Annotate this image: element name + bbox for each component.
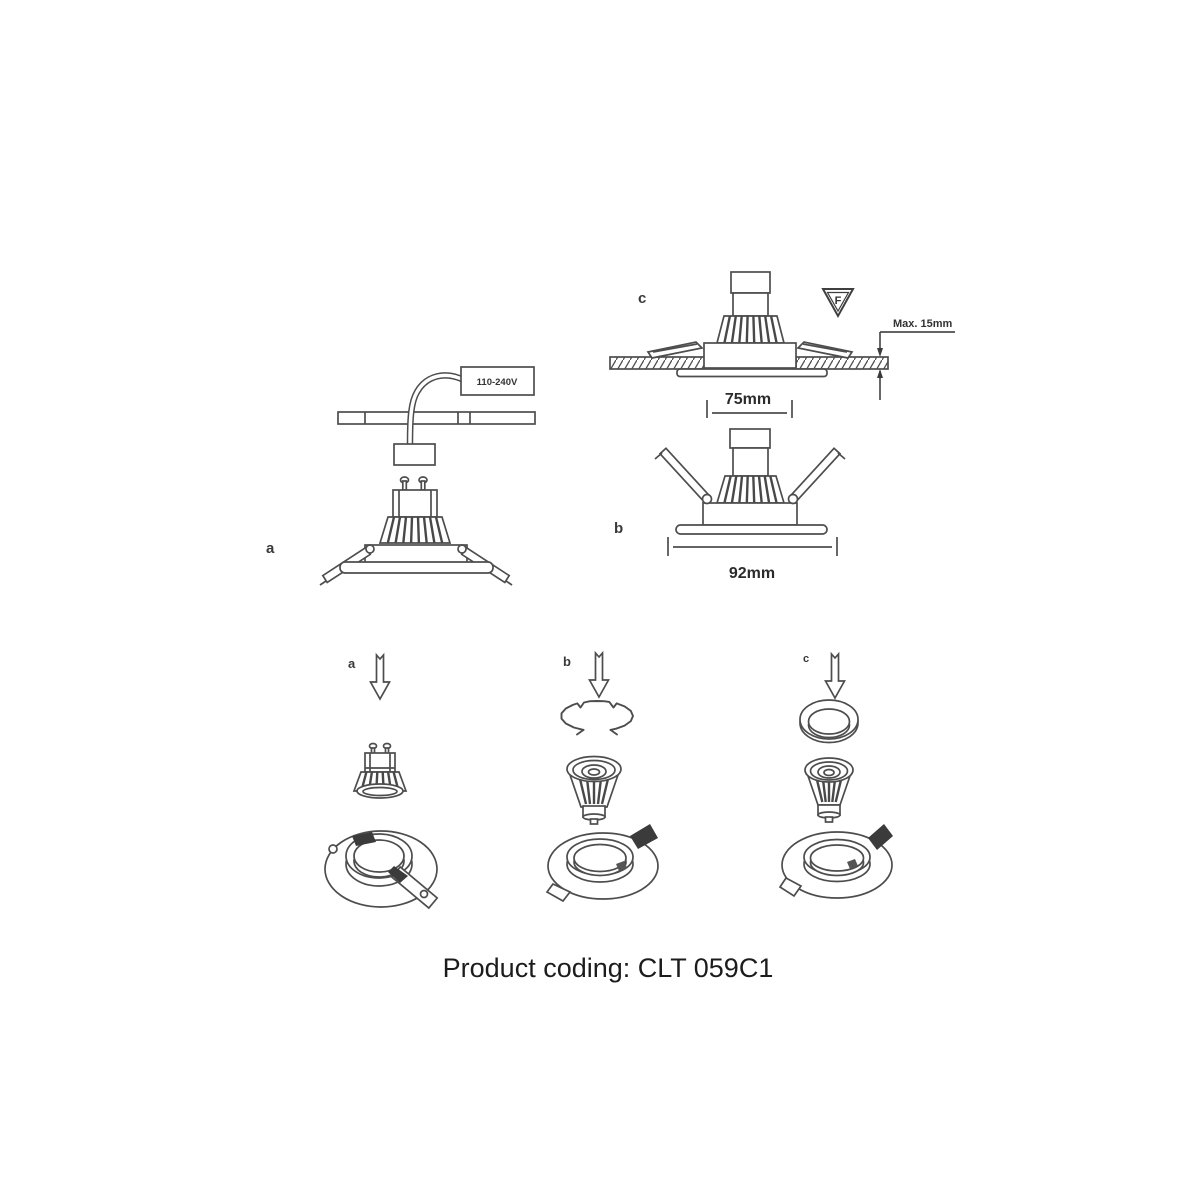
assembly-c-trim-ring [799, 699, 859, 744]
diagram-b-springs: b 92mm [614, 428, 846, 582]
assembly-c-label: c [803, 653, 809, 665]
max-depth-text: Max. 15mm [893, 318, 953, 330]
down-arrow-icon [588, 650, 610, 699]
diagram-a-fixture [319, 544, 513, 586]
assembly-b-label: b [563, 654, 571, 669]
diagram-a-label: a [266, 540, 275, 557]
driver-voltage-text: 110-240V [477, 377, 518, 388]
driver-box: 110-240V [460, 366, 535, 396]
assembly-b-mounting-ring [545, 824, 659, 903]
cutout-75-text: 75mm [725, 391, 771, 408]
assembly-c-lamp [804, 757, 854, 823]
f-mark-letter: F [835, 295, 842, 307]
diameter-92-text: 92mm [729, 565, 775, 582]
diagram-b-spring-arms [654, 447, 846, 505]
diagram-b-lamp [702, 428, 798, 526]
power-cable [406, 372, 468, 445]
max-depth-dimension: Max. 15mm [877, 318, 955, 400]
assembly-b-lamp [566, 755, 622, 825]
cutout-dimension-75: 75mm [706, 391, 793, 418]
product-coding-text: Product coding: CLT 059C1 [443, 953, 774, 983]
assembly-step-a: a [324, 652, 439, 910]
assembly-step-b: b [545, 650, 659, 903]
diagram-a-wiring: a 110-240V [266, 366, 536, 586]
diagram-c-trim-ring [676, 368, 828, 378]
assembly-c-mounting-ring [778, 824, 893, 899]
assembly-a-label: a [348, 656, 356, 671]
assembly-step-c: c [778, 651, 893, 899]
down-arrow-icon [369, 652, 391, 701]
diagram-c-spring-clips [646, 341, 854, 359]
diagram-b-trim-ring [675, 524, 828, 535]
diagram-c-installed: c F Max. 15mm [609, 271, 955, 418]
assembly-a-lamp [352, 742, 408, 799]
diameter-dimension-92: 92mm [667, 537, 838, 582]
assembly-a-mounting-ring [324, 830, 439, 910]
diagram-c-label: c [638, 290, 646, 307]
connector-block [393, 443, 436, 466]
down-arrow-icon [824, 651, 846, 700]
diagram-b-label: b [614, 520, 623, 537]
assembly-b-spring-clip [560, 700, 634, 736]
f-mark-icon: F [821, 288, 855, 319]
diagram-c-lamp [703, 271, 797, 369]
mounting-rail [337, 411, 536, 425]
diagram-a-lamp [378, 476, 452, 544]
